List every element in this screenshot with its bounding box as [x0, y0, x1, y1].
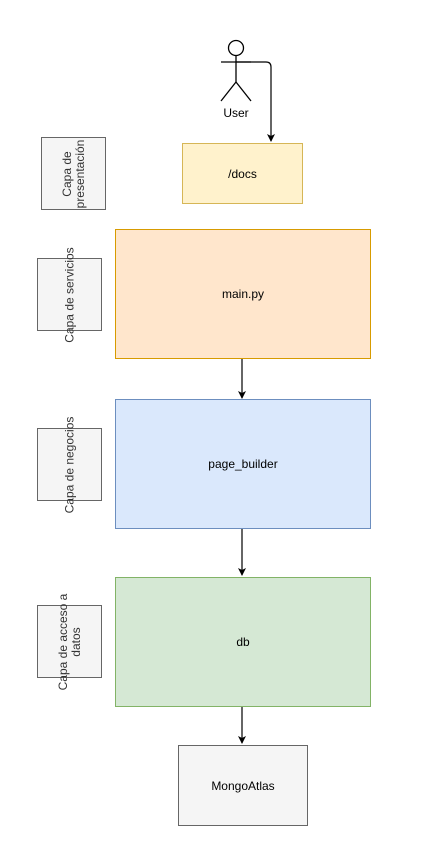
layer-label-business-text: Capa de negocios: [62, 416, 76, 513]
layer-label-services-text: Capa de servicios: [62, 246, 76, 343]
layer-label-presentation-text: Capa de presentación: [59, 139, 87, 208]
user-actor-icon[interactable]: [220, 39, 252, 102]
layer-label-data-access[interactable]: Capa de acceso a datos: [37, 593, 102, 690]
layer-label-data-access-text: Capa de acceso a datos: [55, 593, 83, 690]
page-builder-node[interactable]: page_builder: [115, 399, 371, 529]
docs-node[interactable]: /docs: [182, 143, 303, 204]
layer-label-business[interactable]: Capa de negocios: [37, 416, 102, 513]
page-builder-node-label: page_builder: [208, 457, 278, 471]
connector-user-to-docs[interactable]: [236, 61, 275, 142]
db-node-label: db: [236, 635, 250, 649]
main-py-node[interactable]: main.py: [115, 229, 371, 359]
mongo-atlas-node[interactable]: MongoAtlas: [178, 745, 308, 826]
docs-node-label: /docs: [228, 166, 257, 181]
layer-label-services[interactable]: Capa de servicios: [37, 247, 102, 342]
db-node[interactable]: db: [115, 577, 371, 707]
user-actor-label: User: [223, 106, 249, 120]
mongo-atlas-node-label: MongoAtlas: [211, 778, 275, 793]
main-py-node-label: main.py: [221, 287, 265, 301]
layer-label-presentation[interactable]: Capa de presentación: [41, 137, 106, 210]
